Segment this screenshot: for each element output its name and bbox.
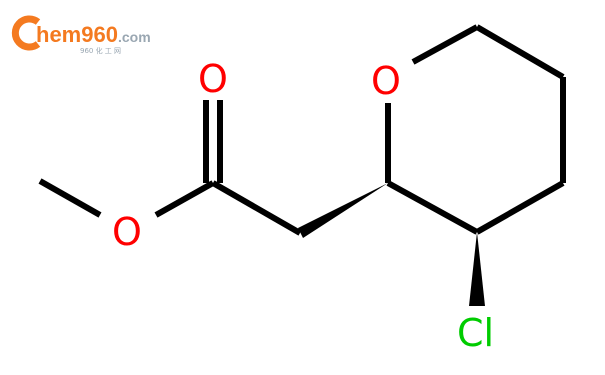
atom-chlorine: Cl: [457, 311, 494, 355]
bond-o1-c6: [411, 24, 479, 65]
watermark-brand: hem960: [36, 22, 118, 47]
watermark-brand-suffix: .com: [118, 29, 151, 45]
wedge-bond-c2-ch2: [298, 183, 388, 238]
atom-ring-oxygen: O: [371, 59, 401, 103]
atom-ester-oxygen: O: [112, 210, 142, 254]
atom-carbonyl-oxygen: O: [198, 57, 228, 101]
watermark-subtitle: 960 化 工 网: [80, 46, 121, 55]
pyran-ring: [385, 24, 566, 235]
bond-carbonyl-ester-oxygen: [154, 180, 215, 218]
ester-side-chain: [38, 100, 302, 236]
watermark-logo: hem960 .com 960 化 工 网: [11, 15, 151, 55]
wedge-bond-c3-cl: [469, 232, 485, 306]
chem960-logo-icon: [11, 15, 41, 51]
bond-c4-c3: [475, 180, 565, 235]
bond-ch2-carbonyl: [211, 180, 302, 236]
bond-c3-c2: [386, 180, 479, 235]
bond-c6-c5: [475, 24, 565, 80]
bond-ester-oxygen-methyl: [38, 178, 102, 218]
